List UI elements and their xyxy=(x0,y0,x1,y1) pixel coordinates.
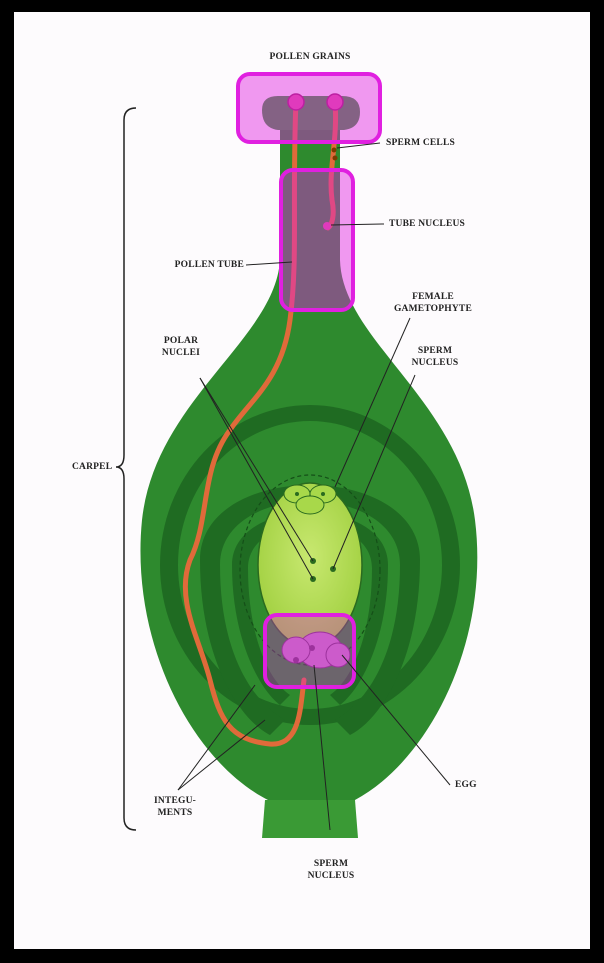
highlight-box-egg xyxy=(265,615,354,687)
label-polar-nuclei-line2: NUCLEI xyxy=(150,347,212,359)
label-female-gametophyte-line2: GAMETOPHYTE xyxy=(378,303,488,315)
label-carpel: CARPEL xyxy=(72,461,112,473)
carpel-base xyxy=(262,800,358,838)
label-integuments-line1: INTEGU- xyxy=(140,795,210,807)
label-sperm-nucleus-upper: SPERM NUCLEUS xyxy=(400,345,470,369)
label-sperm-nucleus-upper-line2: NUCLEUS xyxy=(400,357,470,369)
label-egg: EGG xyxy=(455,779,477,791)
label-female-gametophyte: FEMALE GAMETOPHYTE xyxy=(378,291,488,315)
label-sperm-nucleus-upper-line1: SPERM xyxy=(400,345,470,357)
label-polar-nuclei: POLAR NUCLEI xyxy=(150,335,212,359)
label-integuments: INTEGU- MENTS xyxy=(140,795,210,819)
label-pollen-tube: POLLEN TUBE xyxy=(136,259,244,271)
label-sperm-nucleus-lower-line1: SPERM xyxy=(296,858,366,870)
label-pollen-grains: POLLEN GRAINS xyxy=(255,51,365,63)
highlight-box-pollen-grains xyxy=(238,74,380,142)
carpel-bracket xyxy=(116,108,136,830)
label-tube-nucleus: TUBE NUCLEUS xyxy=(389,218,465,230)
label-sperm-nucleus-lower-line2: NUCLEUS xyxy=(296,870,366,882)
label-sperm-cells: SPERM CELLS xyxy=(386,137,455,149)
label-sperm-nucleus-lower: SPERM NUCLEUS xyxy=(296,858,366,882)
label-female-gametophyte-line1: FEMALE xyxy=(378,291,488,303)
label-polar-nuclei-line1: POLAR xyxy=(150,335,212,347)
highlight-box-pollen-tube xyxy=(281,170,353,310)
label-integuments-line2: MENTS xyxy=(140,807,210,819)
